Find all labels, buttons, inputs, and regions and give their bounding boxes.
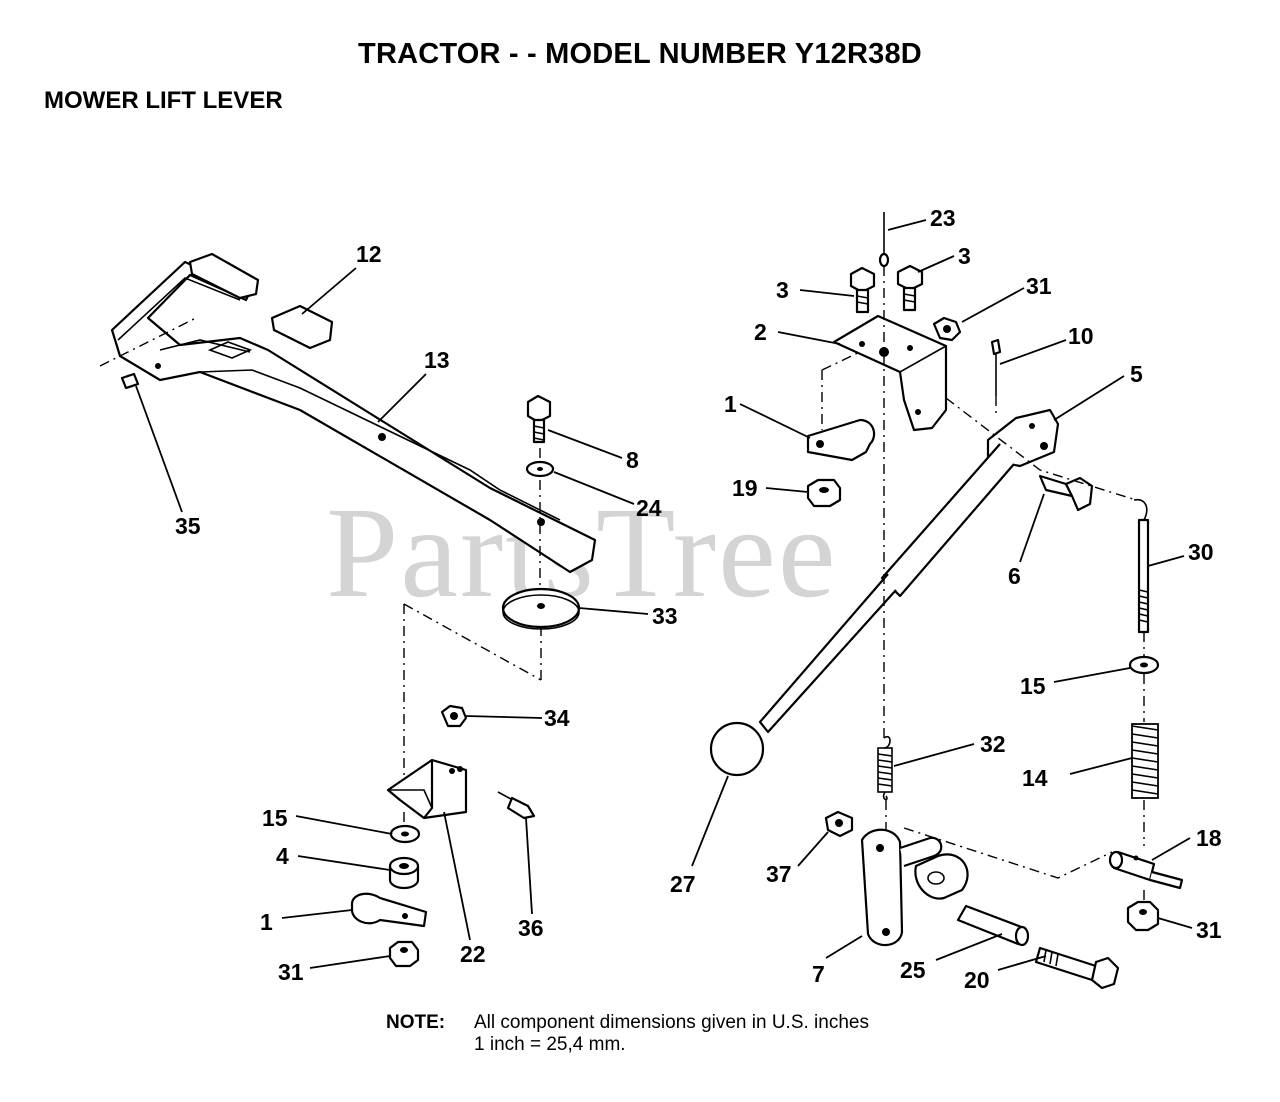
callout-13: 13	[424, 347, 450, 373]
clamp-1-left[interactable]	[350, 892, 428, 928]
callout-36: 36	[518, 915, 544, 941]
callout-3-right: 3	[958, 243, 971, 269]
bolt-3-left[interactable]	[849, 266, 876, 314]
lift-lever-13[interactable]	[110, 260, 597, 574]
callout-3-left: 3	[776, 277, 789, 303]
callout-19: 19	[732, 475, 758, 501]
callout-20: 20	[964, 967, 990, 993]
callout-22: 22	[460, 941, 486, 967]
callout-5: 5	[1130, 361, 1143, 387]
note-body: All component dimensions given in U.S. i…	[474, 1012, 869, 1056]
spacer-tube-25[interactable]	[956, 904, 1030, 947]
washer-15-left[interactable]	[389, 824, 421, 844]
page-title: TRACTOR - - MODEL NUMBER Y12R38D	[358, 38, 922, 70]
pin-10[interactable]	[990, 338, 1002, 396]
callout-24: 24	[636, 495, 662, 521]
washer-24[interactable]	[525, 460, 555, 478]
callout-18: 18	[1196, 825, 1222, 851]
nut-31-right[interactable]	[1126, 900, 1160, 932]
callout-6: 6	[1008, 563, 1021, 589]
nut-31-top[interactable]	[932, 316, 962, 342]
knob-27[interactable]	[709, 721, 765, 777]
nut-34[interactable]	[440, 704, 468, 728]
callout-15-right: 15	[1020, 673, 1046, 699]
hand-lever-5[interactable]	[758, 408, 1060, 734]
callout-30: 30	[1188, 539, 1214, 565]
note-line-2: 1 inch = 25,4 mm.	[474, 1034, 626, 1055]
callout-1-right: 1	[724, 391, 737, 417]
bolt-6[interactable]	[1038, 474, 1094, 512]
spring-32[interactable]	[877, 735, 893, 801]
pin-18[interactable]	[1108, 850, 1184, 890]
spacer-4[interactable]	[388, 856, 420, 890]
nut-19[interactable]	[806, 478, 842, 508]
note-label: NOTE:	[386, 1012, 446, 1033]
pivot-arm-7[interactable]	[860, 828, 969, 947]
dimension-note: NOTE: All component dimensions given in U…	[386, 1012, 869, 1056]
leader-lines	[135, 219, 1193, 971]
callout-7: 7	[812, 961, 825, 987]
washer-15-right[interactable]	[1128, 655, 1160, 675]
callout-10: 10	[1068, 323, 1094, 349]
callout-25: 25	[900, 957, 926, 983]
bolt-20[interactable]	[1034, 946, 1120, 990]
callout-35: 35	[175, 513, 201, 539]
bolt-3-right[interactable]	[896, 264, 924, 312]
callout-12: 12	[356, 241, 382, 267]
rod-30[interactable]	[1133, 498, 1150, 634]
callout-8: 8	[626, 447, 639, 473]
callout-27: 27	[670, 871, 696, 897]
cotter-pin-23[interactable]	[878, 212, 890, 268]
callout-labels: 12 13 35 8 24 33 34 15 4 1 31 22 36 23 3…	[175, 205, 1222, 993]
washer-33[interactable]	[501, 587, 581, 630]
callout-31-top: 31	[1026, 273, 1052, 299]
callout-34: 34	[544, 705, 570, 731]
section-subtitle: MOWER LIFT LEVER	[44, 87, 283, 114]
callout-1-left: 1	[260, 909, 273, 935]
nut-31-left[interactable]	[388, 940, 420, 968]
spring-14[interactable]	[1131, 723, 1159, 799]
nut-37[interactable]	[824, 810, 854, 838]
callout-14: 14	[1022, 765, 1048, 791]
callout-4: 4	[276, 843, 289, 869]
bracket-22[interactable]	[386, 758, 468, 820]
callout-2: 2	[754, 319, 767, 345]
pedal-pad-12[interactable]	[188, 252, 334, 350]
callout-32: 32	[980, 731, 1006, 757]
callout-23: 23	[930, 205, 956, 231]
callout-33: 33	[652, 603, 678, 629]
callout-31-left: 31	[278, 959, 304, 985]
callout-31-right: 31	[1196, 917, 1222, 943]
clip-35[interactable]	[120, 372, 140, 390]
bracket-2[interactable]	[832, 314, 948, 432]
bolt-8[interactable]	[526, 394, 552, 444]
clamp-1-right[interactable]	[806, 418, 876, 462]
screw-36[interactable]	[497, 791, 536, 820]
note-line-1: All component dimensions given in U.S. i…	[474, 1012, 869, 1033]
callout-15-left: 15	[262, 805, 288, 831]
callout-37: 37	[766, 861, 792, 887]
